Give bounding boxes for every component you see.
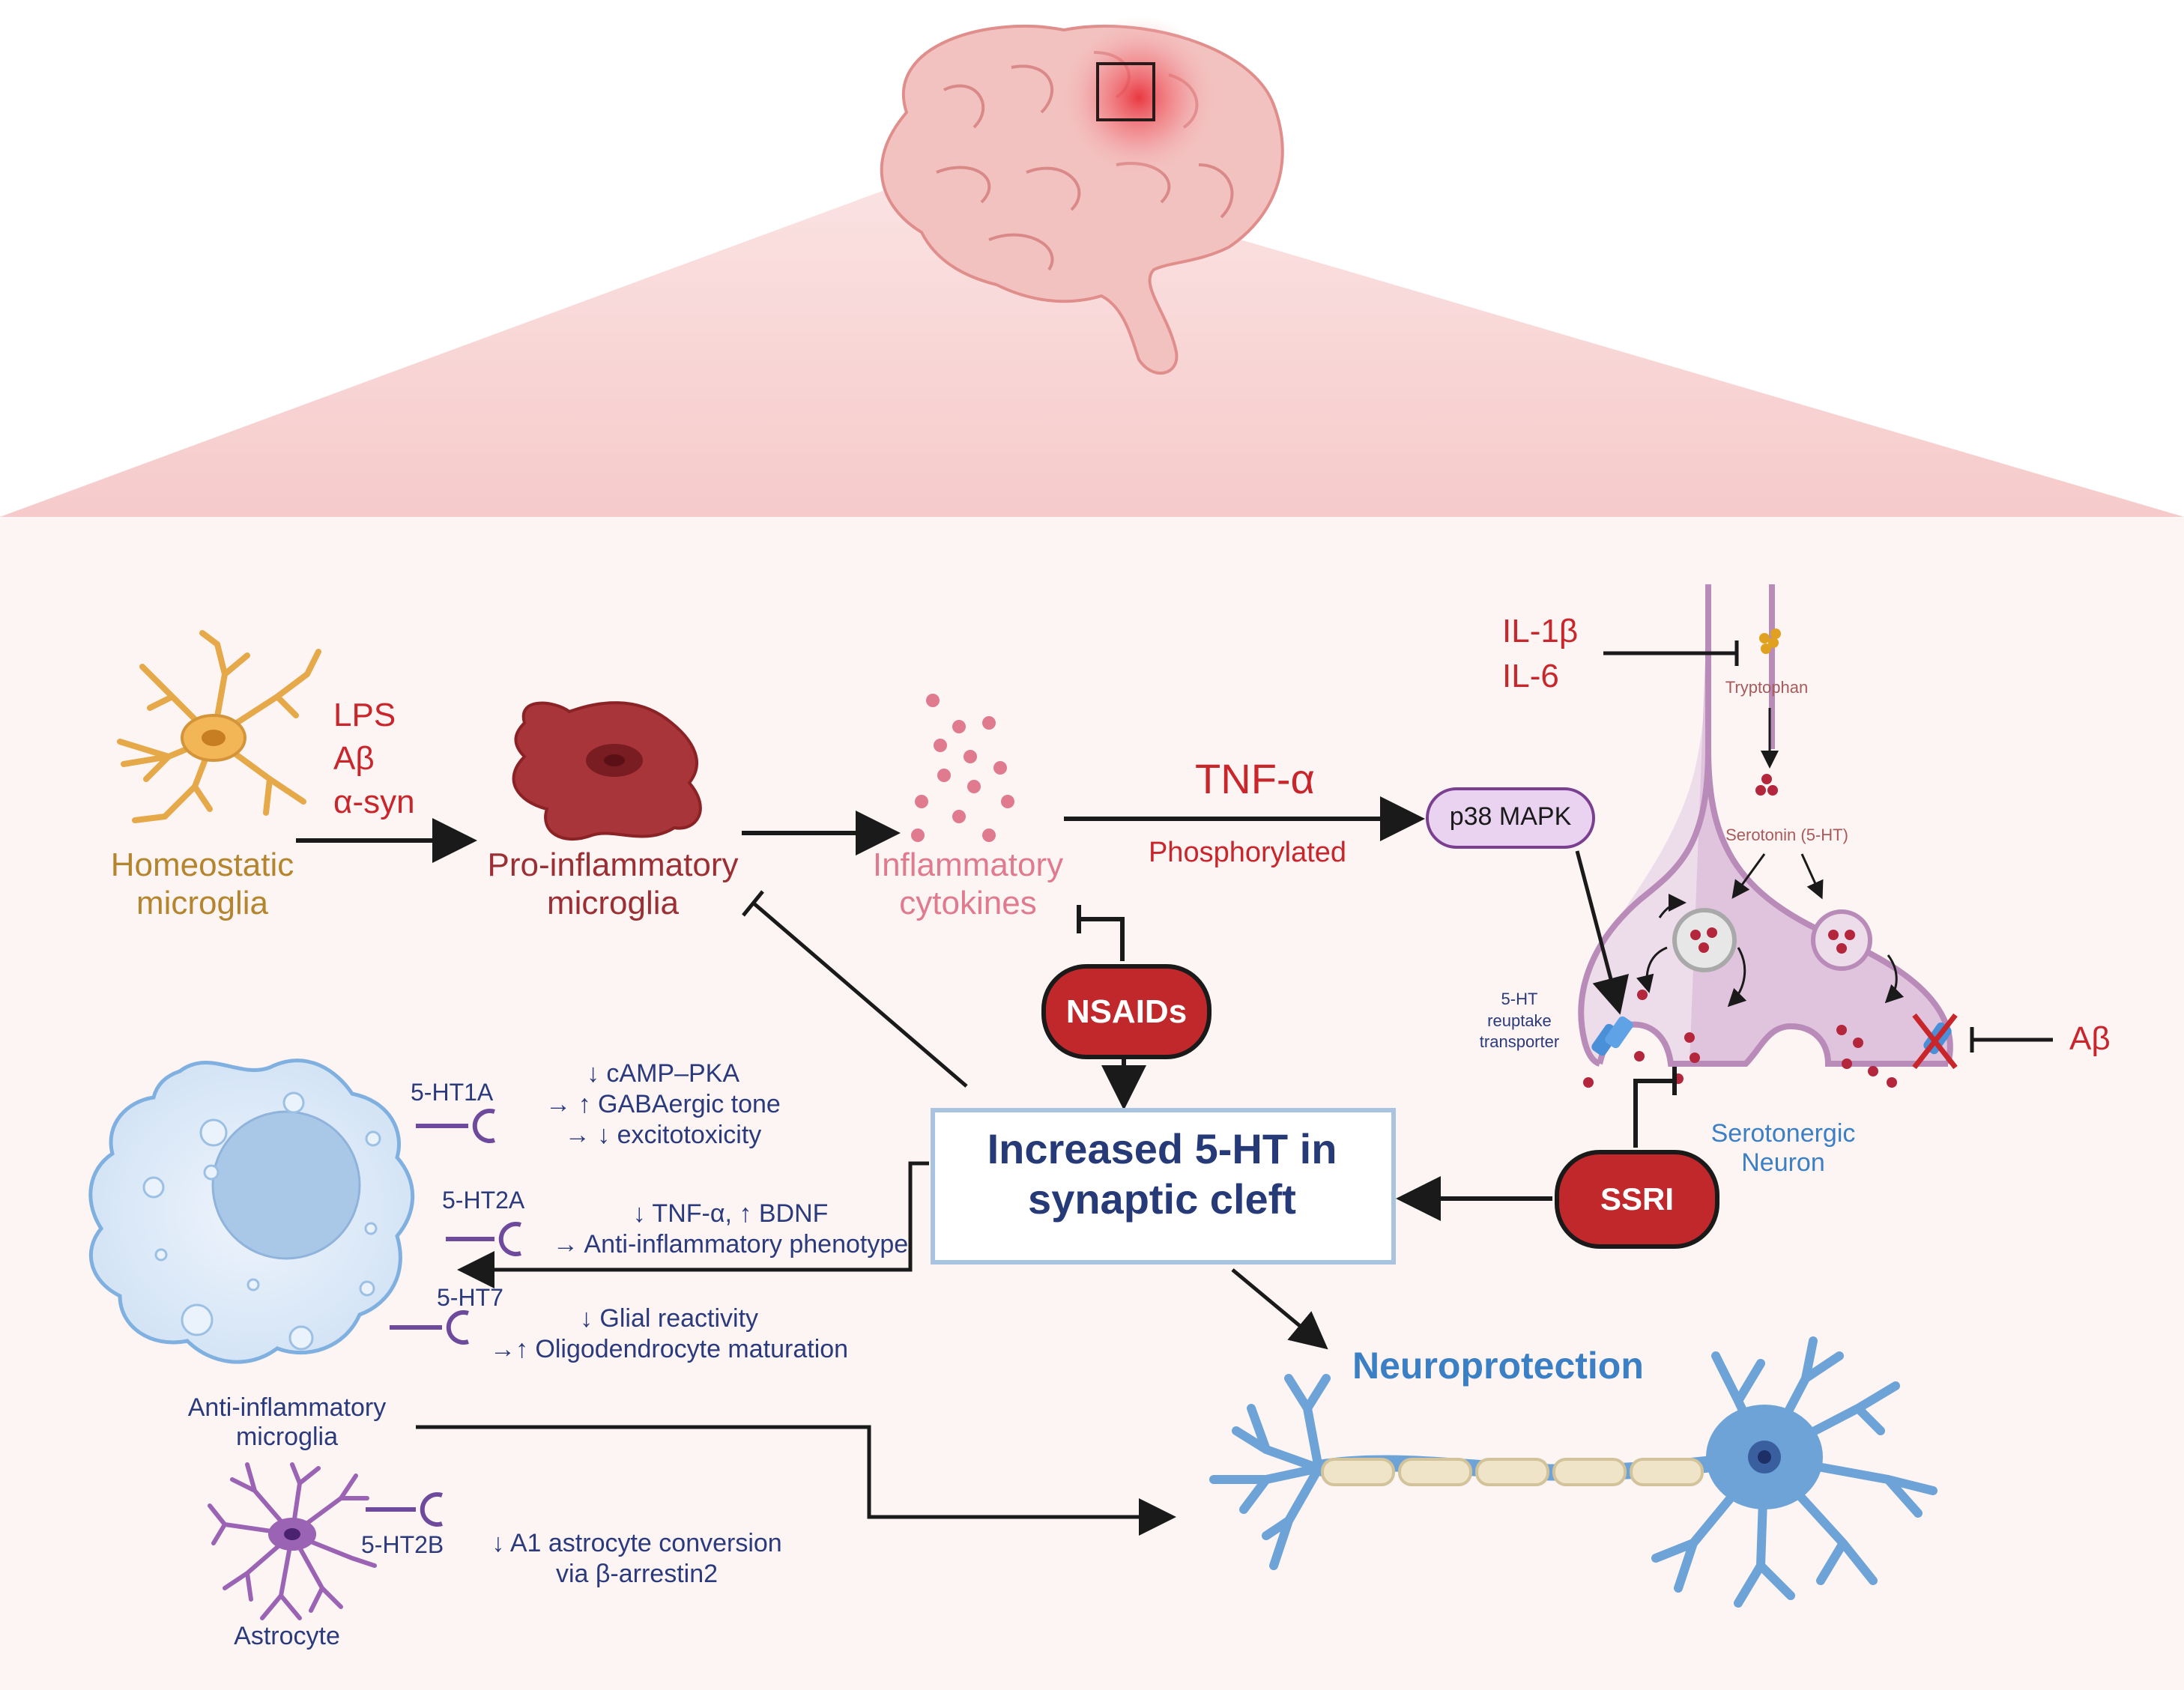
lps-label: LPS (333, 697, 396, 733)
ssri-label: SSRI (1600, 1181, 1675, 1217)
tnf-alpha-label: TNF-α (1195, 755, 1315, 802)
receptor-5ht1a-label: 5-HT1A (411, 1079, 494, 1106)
arrow-5ht-to-neuroprotection (1231, 1268, 1328, 1350)
vesicle-left (1672, 908, 1737, 972)
p38-mapk-label: p38 MAPK (1449, 802, 1572, 831)
anti-inflammatory-microglia-label: Anti-inflammatory microglia (187, 1393, 387, 1452)
il-1beta-label: IL-1β (1502, 613, 1579, 649)
increased-5ht-label: Increased 5-HT in synaptic cleft (987, 1125, 1337, 1223)
zoom-square (1096, 62, 1155, 121)
anti-inflammatory-microglia-nucleus (211, 1110, 361, 1260)
serotonergic-neuron-label: Serotonergic Neuron (1710, 1119, 1856, 1178)
neuron-dendrites (1209, 1336, 1938, 1608)
p38-mapk-box (1426, 787, 1595, 849)
receptor-5ht2b-effect: ↓ A1 astrocyte conversion via β-arrestin… (491, 1529, 782, 1588)
receptor-5ht7-label: 5-HT7 (437, 1284, 503, 1311)
astrocyte-cell (208, 1462, 377, 1620)
pro-inflammatory-microglia-label: Pro-inflammatory microglia (487, 846, 739, 921)
receptor-5ht2a-icon (446, 1222, 521, 1256)
microglia-vesicles (142, 1091, 381, 1351)
homeostatic-microglia-label: Homeostatic microglia (110, 846, 294, 921)
inhibit-5ht-to-pro (751, 901, 968, 1088)
receptor-5ht1a-icon (416, 1109, 495, 1143)
nsaids-pill: NSAIDs (1041, 964, 1212, 1059)
abeta-label: Aβ (333, 740, 375, 777)
blocked-transporter-icon (1912, 1013, 1958, 1070)
arrow-anti-inflammatory-to-neuron (416, 1425, 1176, 1536)
serotonin-label: Serotonin (5-HT) (1725, 826, 1848, 844)
phosphorylated-label: Phosphorylated (1148, 837, 1347, 868)
receptor-5ht2b-icon (366, 1492, 443, 1527)
inflammatory-cytokines-label: Inflammatory cytokines (872, 846, 1064, 921)
receptor-5ht2b-label: 5-HT2B (361, 1531, 444, 1558)
homeostatic-microglia-cell (117, 630, 321, 823)
receptor-5ht7-effect: ↓ Glial reactivity →↑ Oligodendrocyte ma… (489, 1304, 849, 1363)
receptor-5ht7-icon (390, 1310, 469, 1345)
inhibit-nsaids-to-cytokines (1079, 917, 1125, 961)
zoom-fan (0, 172, 2184, 517)
tryptophan-dots (1759, 629, 1781, 654)
ssri-pill: SSRI (1555, 1150, 1719, 1249)
inflammatory-cytokine-dots (911, 694, 1014, 842)
receptor-5ht2a-label: 5-HT2A (442, 1187, 525, 1214)
reuptake-transporter-icon (1591, 1016, 1633, 1056)
tryptophan-label: Tryptophan (1725, 678, 1809, 697)
myelin-sheath (1321, 1458, 1704, 1486)
vesicle-right (1811, 909, 1872, 971)
il-6-label: IL-6 (1502, 658, 1559, 694)
increased-5ht-box (931, 1108, 1396, 1265)
arrow-5ht-to-anti-inflammatory (457, 1161, 929, 1288)
reuptake-transporter-label: 5-HT reuptake transporter (1479, 990, 1560, 1052)
abeta-right-label: Aβ (2069, 1020, 2111, 1057)
arrow-p38-to-transporter (1575, 850, 1629, 1015)
astrocyte-label: Astrocyte (234, 1622, 340, 1650)
serotonin-dots (1755, 774, 1778, 796)
inhibit-ssri-to-transporter (1633, 1079, 1675, 1148)
nsaids-label: NSAIDs (1065, 993, 1188, 1030)
receptor-5ht2a-effect: ↓ TNF-α, ↑ BDNF → Anti-inflammatory phen… (552, 1199, 909, 1259)
neuroprotection-label: Neuroprotection (1352, 1345, 1644, 1387)
brain-illustration (880, 15, 1284, 375)
alpha-syn-label: α-syn (333, 784, 415, 820)
receptor-5ht1a-effect: ↓ cAMP–PKA → ↑ GABAergic tone → ↓ excito… (545, 1059, 781, 1149)
